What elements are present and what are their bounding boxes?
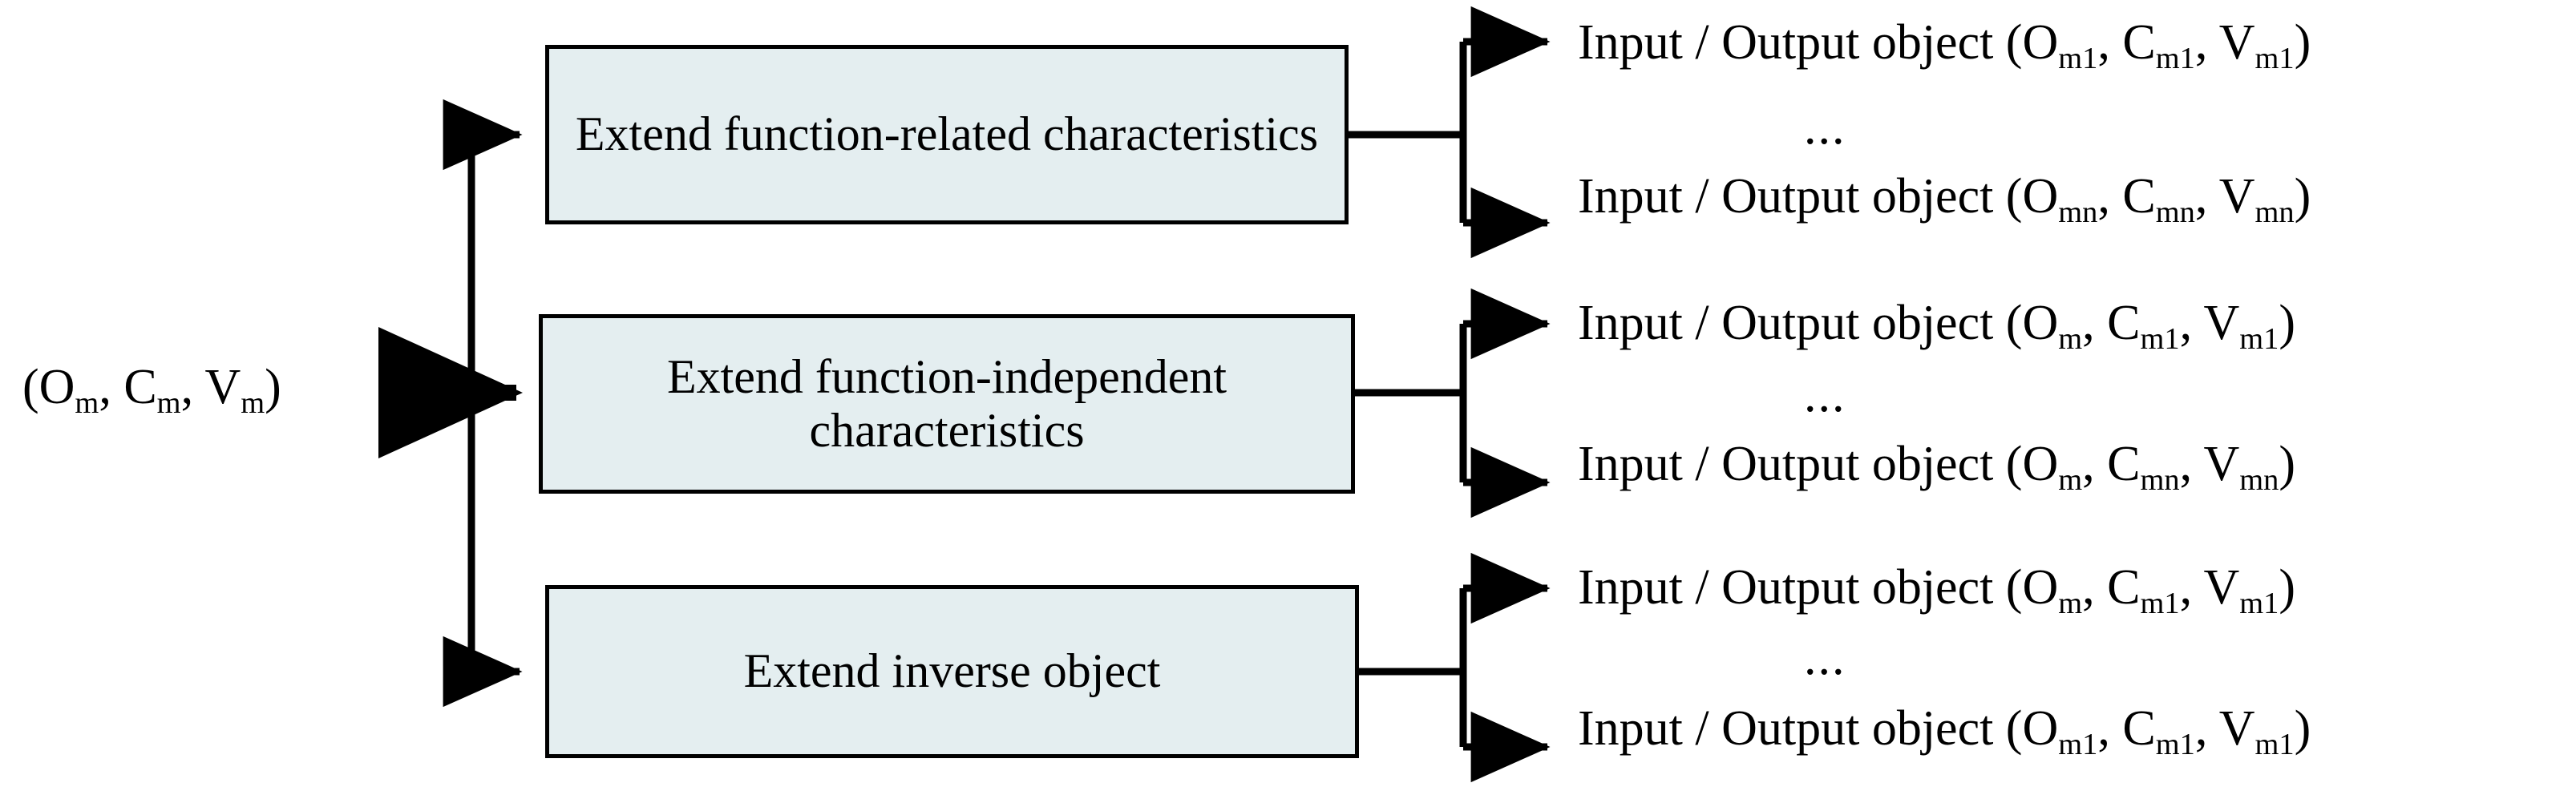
output-sub-v: m1 <box>2255 727 2295 761</box>
output-sub-o: mn <box>2058 195 2098 229</box>
output-sub-o: m <box>2058 462 2083 497</box>
output-sub-o: m1 <box>2058 727 2098 761</box>
output-sub-v: m1 <box>2255 41 2295 75</box>
source-sub-v: m <box>241 385 265 420</box>
output-sub-c: m1 <box>2140 586 2180 620</box>
process-box-extend-function-related[interactable]: Extend function-related characteristics <box>545 45 1349 224</box>
output-sub-c: mn <box>2155 195 2195 229</box>
process-box-label: Extend function-related characteristics <box>575 107 1319 161</box>
output-sub-c: mn <box>2140 462 2180 497</box>
source-object-label: (Om, Cm, Vm) <box>22 360 281 420</box>
output-sub-c: m1 <box>2155 41 2195 75</box>
output-object-label: Input / Output object (Om1, Cm1, Vm1) <box>1578 15 2311 75</box>
output-object-label: Input / Output object (Om, Cm1, Vm1) <box>1578 296 2296 356</box>
ellipsis-row-3: ... <box>1804 631 1846 685</box>
output-sub-v: m1 <box>2239 586 2279 620</box>
process-box-extend-function-independent[interactable]: Extend function-independent characterist… <box>539 314 1355 494</box>
ellipsis-row-2: ... <box>1804 368 1846 422</box>
fork-row-3 <box>1359 552 1551 783</box>
output-sub-c: m1 <box>2140 321 2180 356</box>
output-sub-o: m <box>2058 321 2083 356</box>
source-sub-c: m <box>156 385 181 420</box>
output-sub-v: mn <box>2255 195 2295 229</box>
output-sub-c: m1 <box>2155 727 2195 761</box>
ellipsis-row-1: ... <box>1804 100 1846 155</box>
output-sub-o: m <box>2058 586 2083 620</box>
process-box-label: Extend inverse object <box>743 644 1161 698</box>
output-object-label: Input / Output object (Om, Cm1, Vm1) <box>1578 560 2296 620</box>
output-sub-o: m1 <box>2058 41 2098 75</box>
process-box-extend-inverse-object[interactable]: Extend inverse object <box>545 585 1359 758</box>
fork-row-2 <box>1355 288 1551 519</box>
fork-row-1 <box>1349 6 1551 259</box>
output-object-label: Input / Output object (Om1, Cm1, Vm1) <box>1578 701 2311 761</box>
output-sub-v: m1 <box>2239 321 2279 356</box>
source-sub-o: m <box>75 385 99 420</box>
output-sub-v: mn <box>2239 462 2279 497</box>
process-box-label: Extend function-independent characterist… <box>666 349 1227 457</box>
output-object-label: Input / Output object (Omn, Cmn, Vmn) <box>1578 169 2311 229</box>
output-object-label: Input / Output object (Om, Cmn, Vmn) <box>1578 437 2296 497</box>
